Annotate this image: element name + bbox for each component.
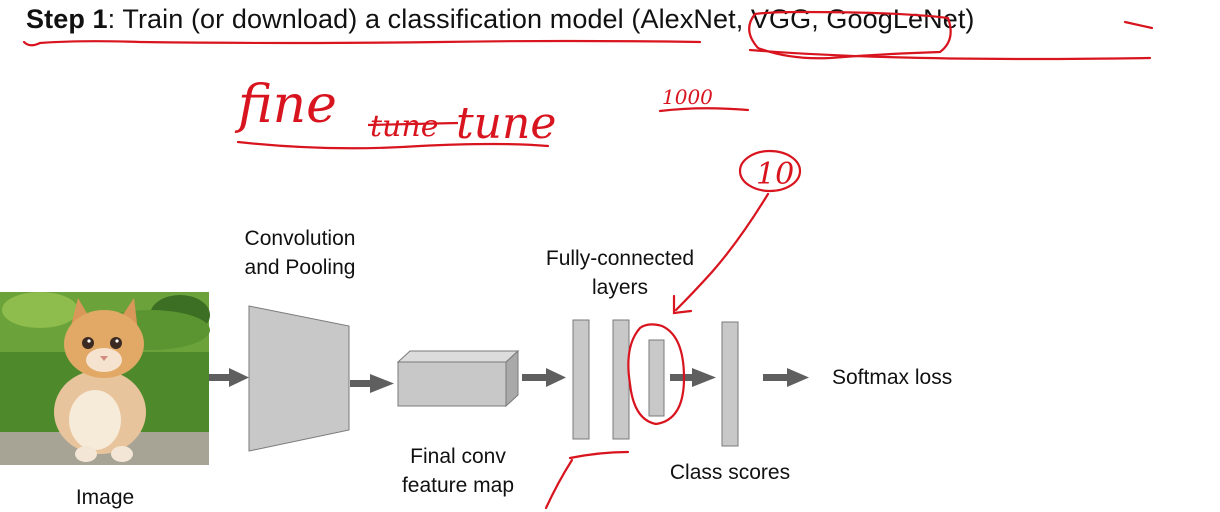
arrow-image-to-conv	[209, 368, 249, 387]
class-scores-bar	[721, 321, 739, 447]
feature-map-box	[396, 349, 520, 408]
image-label: Image	[75, 486, 135, 509]
underline-heading-2	[748, 48, 1152, 61]
arrow-featuremap-to-fc	[522, 368, 566, 387]
arrow-conv-to-featuremap	[350, 374, 394, 393]
tick-mark-2	[544, 458, 574, 510]
final-conv-line2: feature map	[401, 474, 515, 497]
pointer-arrowhead	[672, 294, 693, 315]
fc-layer-1	[572, 319, 590, 440]
conv-pool-block	[248, 305, 350, 452]
circle-fc3	[627, 323, 686, 426]
softmax-label: Softmax loss	[832, 366, 953, 389]
conv-pool-label: Convolution and Pooling	[230, 224, 370, 282]
final-conv-line1: Final conv	[410, 445, 506, 468]
arrow-scores-to-softmax	[763, 368, 809, 387]
handwritten-10: 10	[756, 157, 794, 192]
tick-mark-3	[1123, 20, 1154, 30]
fc-layer-2	[612, 319, 630, 440]
fc-layer-3	[648, 339, 665, 417]
handwritten-tune: tune	[456, 98, 556, 149]
step-heading: Step 1: Train (or download) a classifica…	[26, 4, 975, 35]
underline-1000	[658, 107, 750, 113]
circle-10	[738, 149, 802, 193]
final-conv-label: Final conv feature map	[386, 442, 530, 500]
step-text: : Train (or download) a classification m…	[107, 4, 975, 34]
red-annotations	[22, 10, 1154, 510]
kitten-photo	[0, 292, 210, 465]
class-scores-label: Class scores	[669, 461, 791, 484]
fc-label-line1: Fully-connected	[545, 247, 695, 270]
fc-label: Fully-connected layers	[528, 244, 712, 302]
conv-label-line1: Convolution	[244, 227, 356, 250]
arrow-fc-to-scores	[670, 368, 716, 387]
underline-heading-1	[22, 39, 702, 47]
tick-mark-1	[568, 450, 630, 460]
handwritten-fine: fine	[234, 75, 337, 135]
fc-label-line2: layers	[591, 276, 649, 299]
arrows	[209, 368, 809, 393]
circle-alexnet-vgg	[748, 10, 952, 60]
handwritten-struck: tune	[370, 109, 438, 144]
pointer-line	[674, 192, 770, 312]
conv-label-line2: and Pooling	[244, 256, 356, 279]
handwritten-1000: 1000	[662, 85, 713, 109]
underline-finetune	[236, 140, 550, 150]
step-label: Step 1	[26, 4, 108, 34]
finetune-handwriting: fine tune tune	[234, 75, 556, 149]
